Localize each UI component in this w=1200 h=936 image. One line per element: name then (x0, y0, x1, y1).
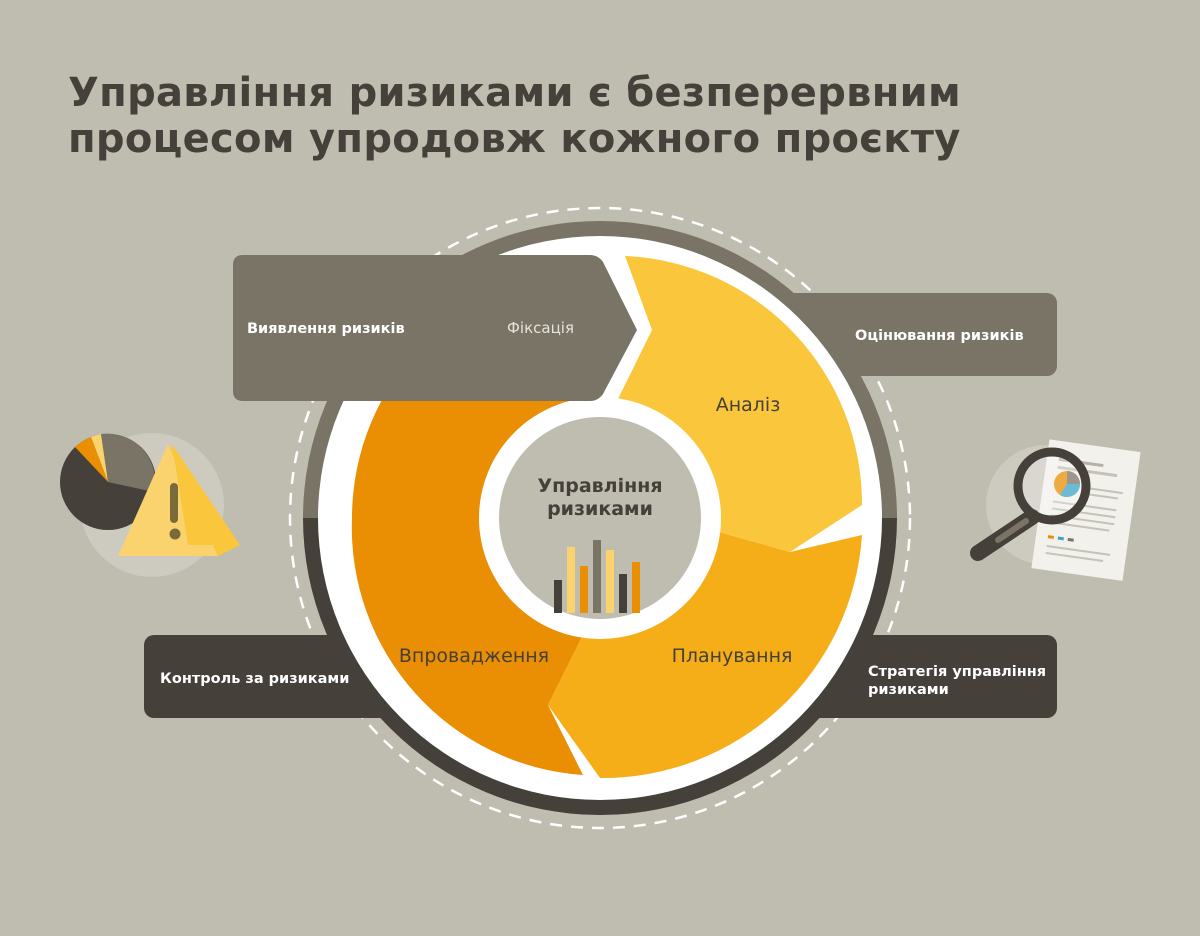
page-title: Управління ризиками є безперервним проце… (68, 70, 1068, 162)
title-line-2: процесом упродовж кожного проєкту (68, 116, 961, 162)
segment-planning (548, 530, 862, 779)
analysis-label: Аналіз (716, 394, 781, 416)
center-label-line-1: Управління (537, 475, 662, 497)
strategy-label-line-2: ризиками (868, 682, 949, 698)
pie-chart-warning-icon (60, 433, 240, 577)
implementation-label: Впровадження (399, 645, 549, 667)
assess-box (785, 293, 1057, 376)
bar-chart-icon (554, 540, 640, 613)
strategy-label-line-1: Стратегія управління (868, 664, 1046, 680)
center-circle (499, 417, 701, 619)
magnifier-document-icon (970, 439, 1141, 581)
control-label: Контроль за ризиками (160, 671, 349, 687)
strategy-box (782, 635, 1057, 718)
dashed-outer-ring (288, 206, 912, 830)
title-line-1: Управління ризиками є безперервним (68, 70, 961, 116)
assess-label: Оцінювання ризиків (855, 328, 1024, 344)
identify-arrow-banner (233, 255, 637, 401)
identify-label: Виявлення ризиків (247, 321, 405, 337)
center-label-line-2: ризиками (547, 498, 653, 520)
planning-label: Планування (672, 645, 793, 667)
fixation-label: Фіксація (507, 319, 574, 337)
